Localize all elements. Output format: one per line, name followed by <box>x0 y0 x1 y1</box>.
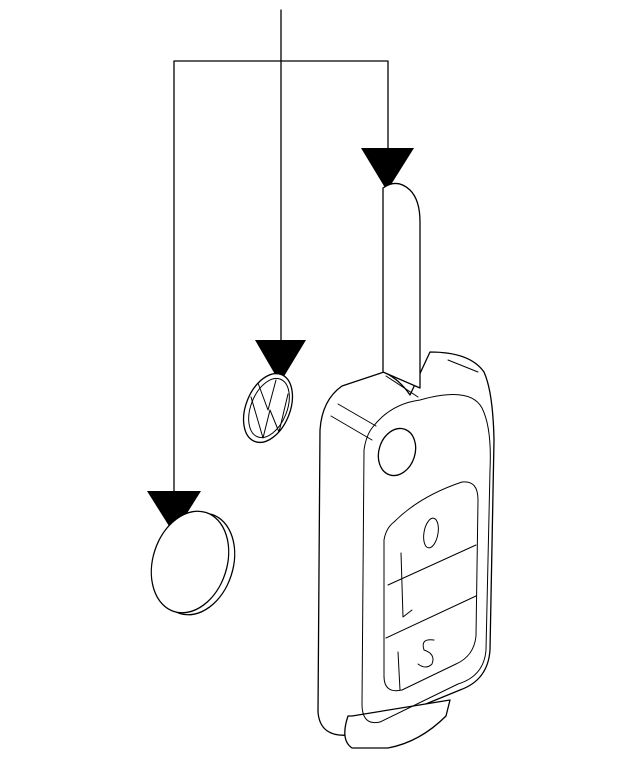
unlock-button-icon <box>400 552 413 618</box>
coin-battery-icon <box>150 510 236 616</box>
arrow-to-battery-icon <box>147 491 201 534</box>
key-blade <box>382 182 421 389</box>
release-button-icon <box>377 427 417 477</box>
lock-button-icon <box>423 517 439 549</box>
trunk-button-icon <box>417 639 435 668</box>
flip-key-icon <box>317 182 495 749</box>
arrow-to-emblem-icon <box>255 340 306 383</box>
vw-emblem-icon <box>242 372 294 444</box>
arrow-to-key-icon <box>361 148 414 191</box>
leader-lines <box>173 9 389 497</box>
leader-bracket <box>173 60 389 497</box>
